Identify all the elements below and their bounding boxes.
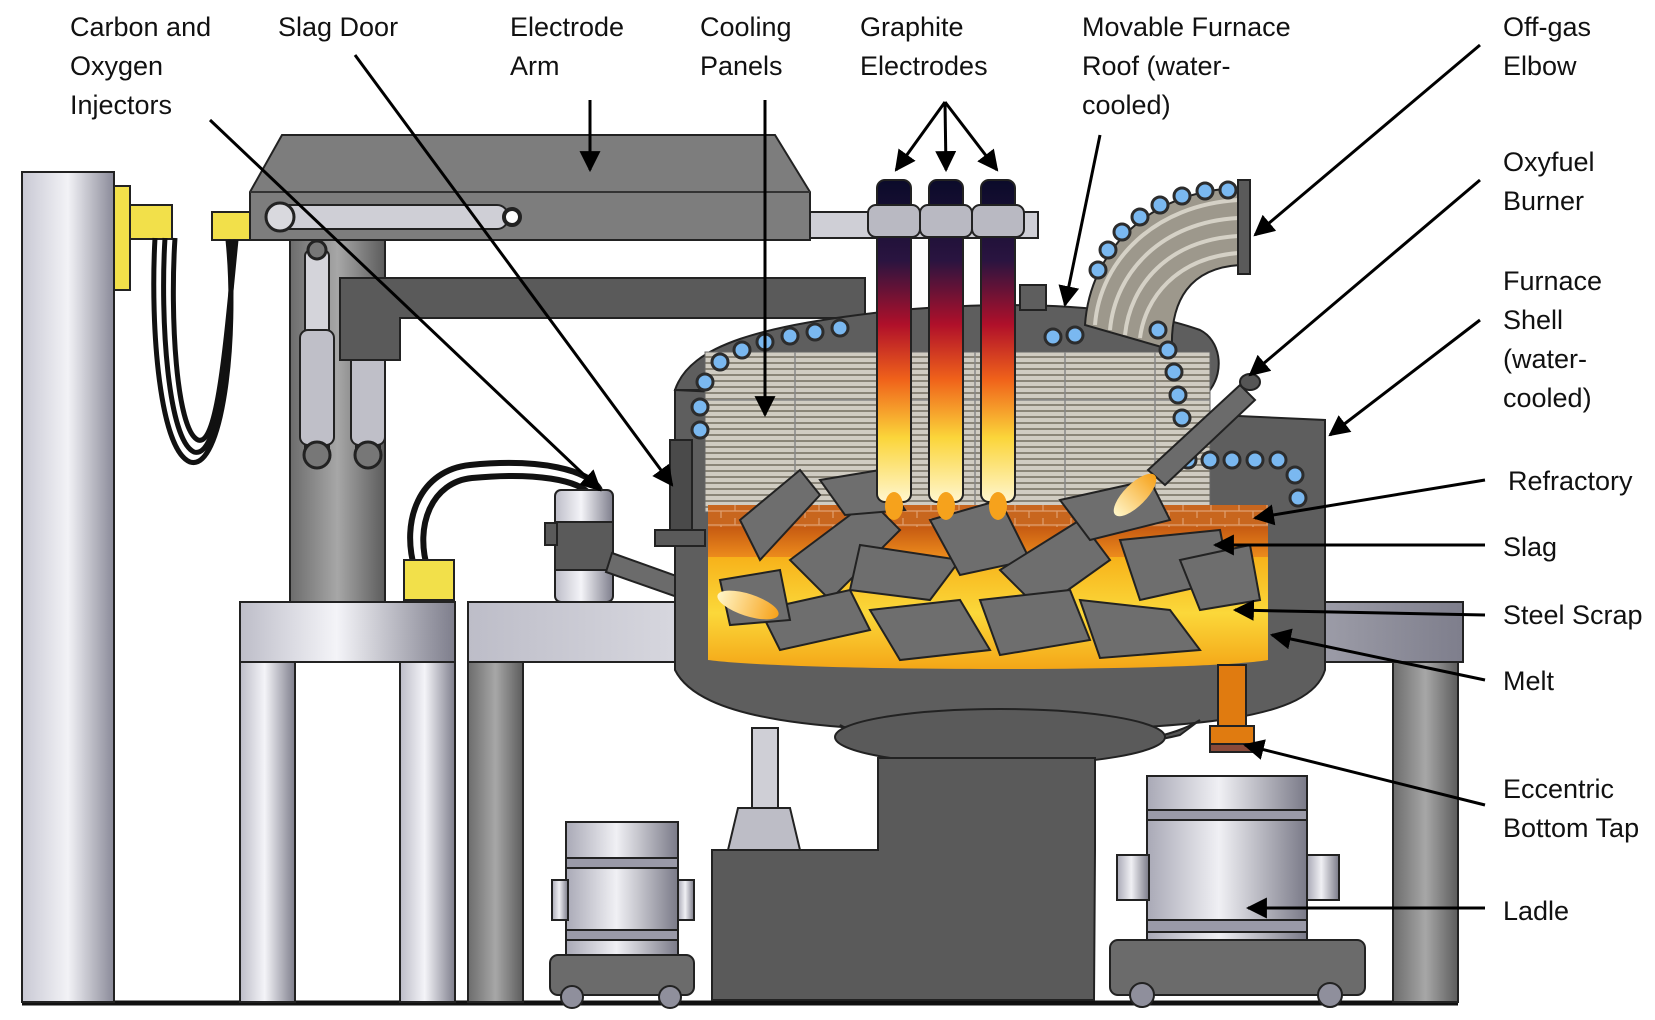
label-movable-furnace-roof-line: Movable Furnace xyxy=(1082,12,1291,42)
label-refractory-line: Refractory xyxy=(1508,466,1633,496)
left-support-pillar xyxy=(21,171,115,1003)
graphite-electrode xyxy=(928,179,964,520)
label-steel-scrap-line: Steel Scrap xyxy=(1503,600,1643,630)
label-ladle: Ladle xyxy=(1503,896,1569,926)
water-cooling-beads xyxy=(690,180,1308,508)
label-electrode-arm-line: Electrode xyxy=(510,12,624,42)
label-electrode-arm-line: Arm xyxy=(510,51,560,81)
platform-leg xyxy=(399,661,456,1003)
injector-flame xyxy=(717,590,779,620)
roof-electrode-port xyxy=(1019,284,1047,311)
platform-top-left xyxy=(239,601,456,663)
off-gas-elbow xyxy=(1083,179,1251,352)
label-furnace-shell-line: cooled) xyxy=(1503,383,1592,413)
label-graphite-electrodes-line: Electrodes xyxy=(860,51,988,81)
graphite-electrode xyxy=(980,179,1016,520)
label-cooling-panels-line: Panels xyxy=(700,51,783,81)
lift-cylinder xyxy=(299,239,335,470)
label-movable-furnace-roof-line: cooled) xyxy=(1082,90,1171,120)
label-melt: Melt xyxy=(1503,666,1555,696)
label-eccentric-bottom-tap-line: Bottom Tap xyxy=(1503,813,1639,843)
label-carbon-oxygen-injectors-line: Injectors xyxy=(70,90,172,120)
label-furnace-shell-line: Shell xyxy=(1503,305,1563,335)
electrode-clamps xyxy=(867,204,1025,238)
platform-leg xyxy=(467,661,524,1003)
label-off-gas-elbow-line: Off-gas xyxy=(1503,12,1591,42)
label-oxyfuel-burner-line: Oxyfuel xyxy=(1503,147,1595,177)
transfer-ladle xyxy=(549,821,695,1009)
label-slag-door-line: Slag Door xyxy=(278,12,398,42)
label-carbon-oxygen-injectors-line: Oxygen xyxy=(70,51,163,81)
graphite-electrode xyxy=(876,179,912,520)
platform-leg xyxy=(1392,661,1459,1003)
ladle xyxy=(1109,775,1366,1008)
label-off-gas-elbow-line: Elbow xyxy=(1503,51,1577,81)
leader-lines xyxy=(208,43,1486,919)
label-furnace-shell-line: Furnace xyxy=(1503,266,1602,296)
label-movable-furnace-roof-line: Roof (water- xyxy=(1082,51,1231,81)
power-cables xyxy=(151,237,239,465)
oxyfuel-burner xyxy=(1113,373,1261,517)
slag-door xyxy=(669,439,693,541)
eccentric-bottom-tap xyxy=(1209,664,1255,753)
label-eccentric-bottom-tap-line: Eccentric xyxy=(1503,774,1614,804)
label-oxyfuel-burner-line: Burner xyxy=(1503,186,1584,216)
label-graphite-electrodes-line: Graphite xyxy=(860,12,964,42)
cable-connector xyxy=(113,185,131,291)
label-slag-line: Slag xyxy=(1503,532,1557,562)
furnace-support-jack xyxy=(726,727,802,851)
cable-connector xyxy=(211,211,253,241)
label-furnace-shell-line: (water- xyxy=(1503,344,1587,374)
platform-leg xyxy=(239,661,296,1003)
label-refractory: Refractory xyxy=(1508,466,1633,496)
label-carbon-oxygen-injectors-line: Carbon and xyxy=(70,12,211,42)
furnace-pedestal xyxy=(711,757,1096,1001)
label-melt-line: Melt xyxy=(1503,666,1555,696)
arm-hydraulic-cylinder xyxy=(264,201,522,233)
label-slag-door: Slag Door xyxy=(278,12,398,42)
label-cooling-panels-line: Cooling xyxy=(700,12,792,42)
label-ladle-line: Ladle xyxy=(1503,896,1569,926)
furnace-bottom-base xyxy=(834,708,1166,766)
label-slag: Slag xyxy=(1503,532,1557,562)
roof-lift-arm xyxy=(339,277,866,361)
label-steel-scrap: Steel Scrap xyxy=(1503,600,1643,630)
cable-connector xyxy=(129,204,173,240)
